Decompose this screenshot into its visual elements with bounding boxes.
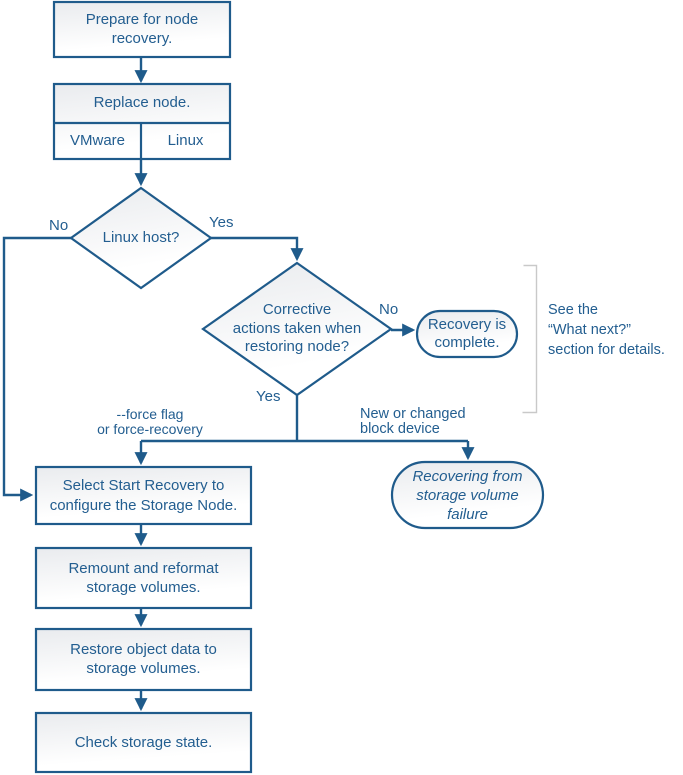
edge-label-corrective-yes: Yes: [256, 388, 281, 405]
shape-recovery-complete-stadium: [415, 309, 519, 359]
node-recovery-complete-line1: Recovery is: [427, 316, 507, 333]
node-restore: Restore object data to storage volumes.: [36, 640, 251, 678]
node-prepare-line2: recovery.: [111, 30, 173, 47]
node-corrective: Corrective actions taken when restoring …: [212, 301, 382, 357]
node-recovering-line2: storage volume: [416, 487, 519, 504]
node-corrective-line2: actions taken when: [232, 319, 362, 337]
shape-check-box: [34, 711, 253, 774]
note-line2: “What next?”: [548, 322, 631, 338]
node-corrective-line1: Corrective: [262, 301, 332, 318]
node-replace: Replace node.: [93, 94, 191, 111]
node-replace-cell-vmware: VMware: [69, 132, 125, 149]
edge-label-linuxhost-yes: Yes: [209, 214, 234, 231]
shape-prepare-box: [52, 0, 232, 59]
shape-linuxhost-diamond: [69, 186, 213, 290]
node-recovering-line1: Recovering from: [412, 468, 523, 485]
node-select-start-line2: configure the Storage Node.: [49, 497, 238, 514]
node-restore-line1: Restore object data to: [70, 641, 217, 658]
shape-remount-box: [34, 546, 253, 610]
node-recovering-from-failure: Recovering from storage volume failure: [392, 467, 543, 524]
node-linux-host: Linux host?: [102, 229, 180, 246]
edge-label-block-device-line1: New or changed: [360, 406, 466, 422]
node-select-start-line1: Select Start Recovery to: [62, 477, 225, 494]
edge-label-linuxhost-no: No: [49, 217, 69, 234]
note-bracket: [522, 264, 538, 414]
node-recovering-line3: failure: [447, 506, 488, 523]
edge-linuxhost-yes-to-corrective: [211, 236, 304, 262]
node-replace-cell-linux: Linux: [167, 132, 204, 149]
note-line3: section for details.: [548, 342, 665, 358]
edge-label-block-device-line2: block device: [360, 421, 440, 437]
node-check-storage: Check storage state.: [74, 734, 213, 751]
node-restore-line2: storage volumes.: [86, 660, 201, 677]
note-see-what-next: See the “What next?” section for details…: [548, 300, 683, 360]
node-corrective-line3: restoring node?: [244, 338, 350, 355]
node-remount: Remount and reformat storage volumes.: [36, 559, 251, 597]
node-recovery-complete: Recovery is complete.: [417, 316, 517, 352]
shape-selectstart-box: [34, 465, 253, 526]
node-remount-line2: storage volumes.: [86, 579, 201, 596]
edge-label-force-flag-line1: --force flag: [116, 406, 184, 422]
node-remount-line1: Remount and reformat: [68, 560, 219, 577]
edge-label-block-device: New or changed block device: [360, 407, 485, 437]
edge-label-force-flag-line2: or force-recovery: [97, 421, 203, 437]
shape-recovering-failure-stadium: [390, 460, 545, 530]
shape-restore-box: [34, 627, 253, 692]
note-line1: See the: [548, 302, 598, 318]
edge-label-force-flag: --force flag or force-recovery: [85, 407, 215, 437]
node-prepare-line1: Prepare for node: [85, 11, 199, 28]
shape-corrective-diamond: [201, 261, 393, 397]
edge-label-corrective-no: No: [379, 301, 399, 318]
node-prepare: Prepare for node recovery.: [54, 10, 230, 48]
edge-linuxhost-no-to-selectstart: [2, 236, 71, 502]
node-select-start-recovery: Select Start Recovery to configure the S…: [36, 476, 251, 516]
node-recovery-complete-line2: complete.: [434, 334, 500, 351]
